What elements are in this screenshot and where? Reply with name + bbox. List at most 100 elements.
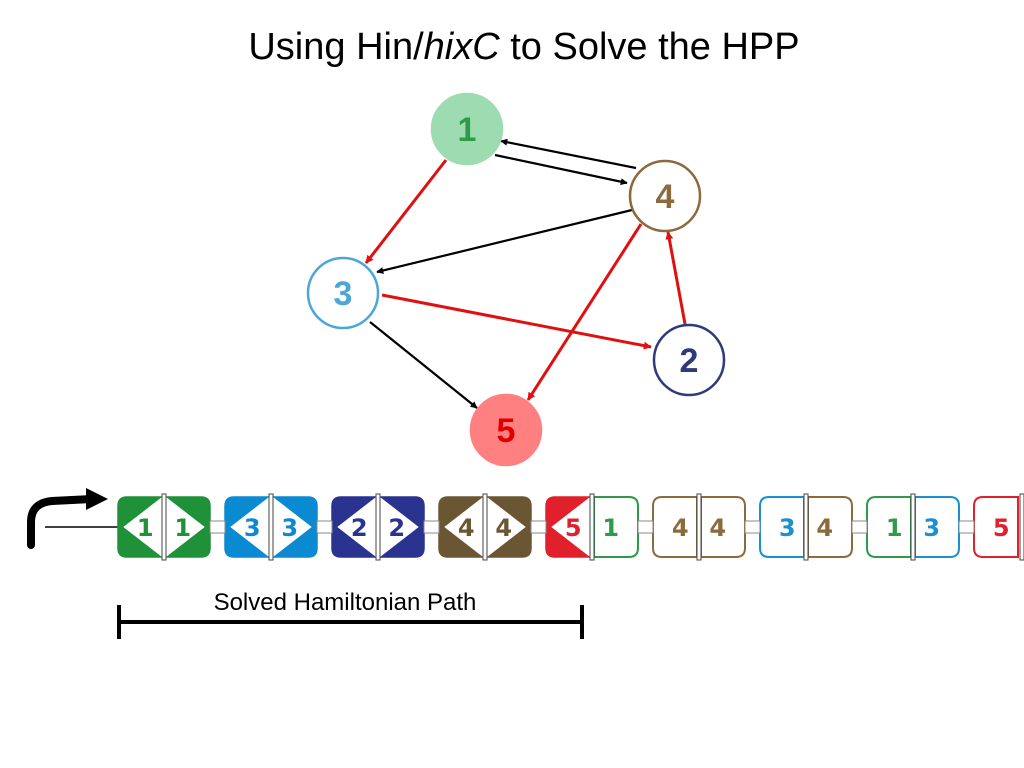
graph-node-1: 1 (430, 92, 504, 166)
block-body (759, 496, 805, 558)
graph-node-5: 5 (469, 393, 543, 467)
block-label: 3 (244, 514, 261, 542)
hix-separator (589, 493, 595, 561)
solved-path-label: Solved Hamiltonian Path (213, 589, 477, 616)
node-circle (652, 323, 726, 397)
edge-3-to-5 (369, 321, 478, 409)
promoter-arrow (27, 495, 96, 549)
block-body (593, 496, 639, 558)
construct-block-6: 2 (379, 496, 425, 558)
construct-block-7: 4 (438, 496, 484, 558)
title-suffix: to Solve the HPP (499, 26, 800, 68)
edge-4-to-5 (526, 223, 643, 401)
construct-block-8: 4 (486, 496, 532, 558)
construct-block-5: 2 (331, 496, 377, 558)
hix-site (273, 497, 312, 557)
hix-separator (803, 493, 809, 561)
block-label: 2 (388, 514, 405, 542)
node-label: 1 (458, 111, 477, 149)
node-label: 3 (334, 275, 353, 313)
hix-separator (161, 493, 167, 561)
hix-site (551, 497, 590, 557)
linker-neck (316, 520, 333, 534)
hix-site (230, 497, 269, 557)
block-body (807, 496, 853, 558)
block-label: 3 (923, 514, 940, 542)
hix-separator (482, 493, 488, 561)
block-label: 3 (281, 514, 298, 542)
block-label: 4 (458, 514, 475, 542)
block-label: 3 (779, 514, 796, 542)
block-label: 1 (602, 514, 619, 542)
block-body (700, 496, 746, 558)
construct-block-2: 1 (165, 496, 211, 558)
graph-nodes: 1 4 3 2 5 (306, 92, 726, 467)
graph-node-3: 3 (306, 256, 380, 330)
linker-neck (637, 520, 654, 534)
block-body (914, 496, 960, 558)
block-label: 4 (495, 514, 512, 542)
construct-block-1: 1 (117, 496, 163, 558)
linker-neck (851, 520, 868, 534)
node-label: 4 (656, 178, 675, 216)
hix-site (123, 497, 162, 557)
construct-block-9: 5 (545, 496, 591, 558)
edge-4-to-3 (376, 208, 633, 274)
hix-site (166, 497, 205, 557)
construct-block-17: 5 (973, 496, 1019, 558)
block-label: 1 (137, 514, 154, 542)
linker-neck (744, 520, 761, 534)
hix-separator (268, 493, 274, 561)
hix-separator (375, 493, 381, 561)
edge-4-to-1 (500, 138, 637, 170)
construct-block-12: 4 (700, 496, 746, 558)
graph-node-4: 4 (628, 159, 702, 233)
block-label: 2 (351, 514, 368, 542)
edge-3-to-2 (381, 293, 652, 350)
hix-separator (696, 493, 702, 561)
node-circle (469, 393, 543, 467)
node-circle (628, 159, 702, 233)
construct-block-14: 4 (807, 496, 853, 558)
slide-title: Using Hin/hixC to Solve the HPP (0, 26, 1024, 69)
construct-block-15: 1 (866, 496, 912, 558)
linker-neck (530, 520, 547, 534)
linker-neck (423, 520, 440, 534)
block-label: 5 (993, 514, 1010, 542)
promoter-arrowhead (86, 488, 108, 510)
block-label: 4 (672, 514, 689, 542)
end-separator (1019, 493, 1024, 561)
hix-site (444, 497, 483, 557)
block-label: 1 (174, 514, 191, 542)
graph-edges (364, 138, 687, 409)
graph-node-2: 2 (652, 323, 726, 397)
edge-1-to-3 (364, 159, 448, 264)
hix-site (337, 497, 376, 557)
block-label: 4 (816, 514, 833, 542)
node-label: 2 (680, 342, 699, 380)
linker-neck (209, 520, 226, 534)
hix-separator (910, 493, 916, 561)
linker-neck (958, 520, 975, 534)
node-circle (306, 256, 380, 330)
block-body (652, 496, 698, 558)
node-label: 5 (497, 412, 516, 450)
edge-2-to-4 (665, 231, 687, 325)
construct-block-13: 3 (759, 496, 805, 558)
hix-site (487, 497, 526, 557)
hix-site (380, 497, 419, 557)
block-label: 5 (565, 514, 582, 542)
block-body (973, 496, 1019, 558)
construct-block-10: 1 (593, 496, 639, 558)
node-circle (430, 92, 504, 166)
construct-block-16: 3 (914, 496, 960, 558)
block-label: 4 (709, 514, 726, 542)
construct-block-11: 4 (652, 496, 698, 558)
solved-path-span (117, 605, 584, 639)
construct-block-4: 3 (272, 496, 318, 558)
title-prefix: Using Hin/ (248, 26, 424, 68)
title-italic: hixC (423, 26, 500, 68)
edge-1-to-4 (494, 153, 628, 186)
